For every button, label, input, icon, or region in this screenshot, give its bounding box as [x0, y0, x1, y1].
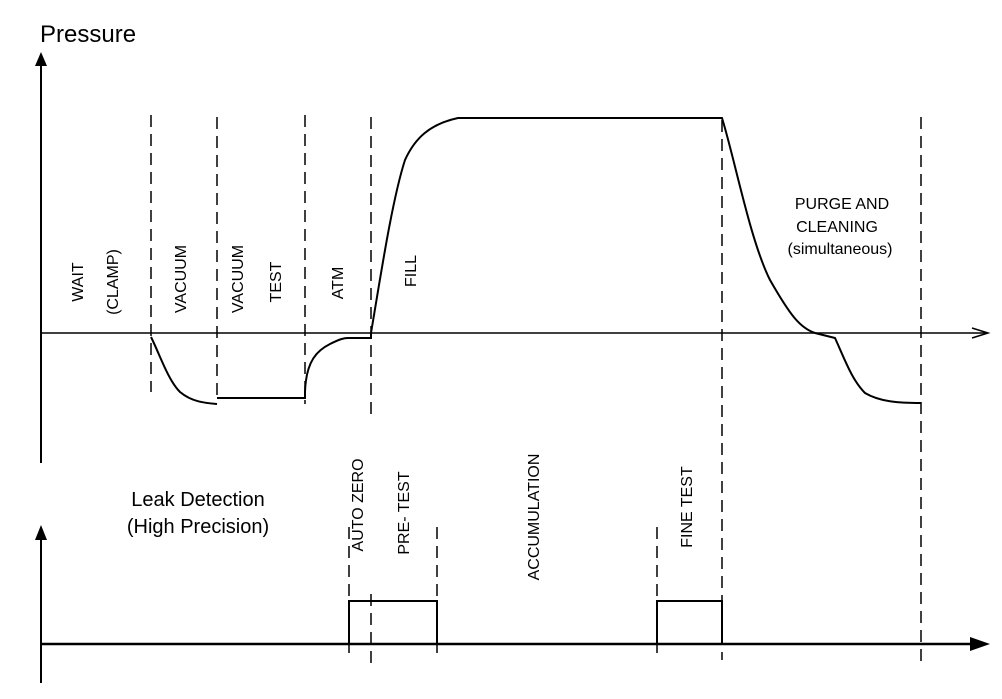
phase-label-pre-test: PRE- TEST: [396, 471, 413, 555]
phase-label-auto-zero: AUTO ZERO: [350, 458, 367, 551]
pretest-pulse: [348, 600, 438, 644]
phase-label-wait: WAIT: [70, 262, 87, 302]
leak-title-1: Leak Detection: [131, 489, 264, 511]
phase-label-fine-test: FINE TEST: [679, 466, 696, 548]
phase-label-vacuum-test-2: TEST: [268, 261, 285, 302]
purge-label-3: (simultaneous): [788, 241, 893, 258]
fine-test-pulse: [656, 600, 723, 644]
purge-label-2: CLEANING: [796, 219, 878, 236]
phase-label-vacuum: VACUUM: [173, 245, 190, 313]
phase-label-clamp: (CLAMP): [105, 249, 122, 315]
pressure-y-axis-arrow: [35, 52, 47, 66]
leak-title-2: (High Precision): [127, 516, 269, 538]
leak-x-axis-arrow: [970, 637, 990, 651]
pressure-axis-label: Pressure: [40, 21, 136, 48]
purge-label-1: PURGE AND: [795, 196, 889, 213]
phase-label-atm: ATM: [330, 267, 347, 300]
pressure-x-axis-arrow: [971, 327, 991, 339]
pressure-curve: [150, 117, 922, 405]
phase-label-fill: FILL: [403, 255, 420, 287]
leak-y-axis-arrow: [35, 525, 47, 540]
phase-label-accumulation: ACCUMULATION: [526, 454, 543, 581]
phase-label-vacuum-test-1: VACUUM: [230, 245, 247, 313]
phase-boundaries: [150, 115, 922, 668]
